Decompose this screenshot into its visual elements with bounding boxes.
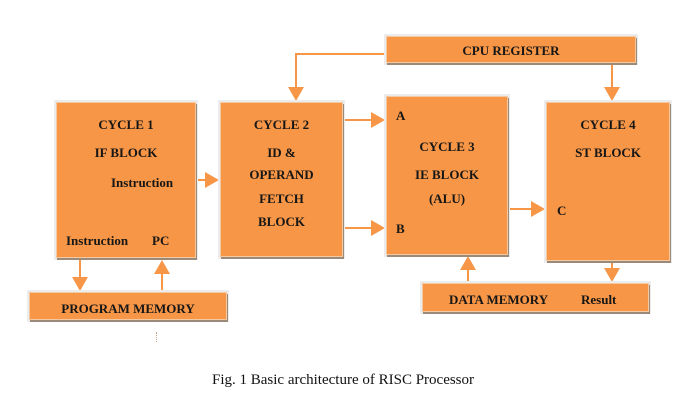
cycle4-st-block: CYCLE 4 ST BLOCK C	[546, 102, 670, 261]
cycle1-title: CYCLE 1	[98, 117, 154, 132]
program-memory-block: PROGRAM MEMORY	[29, 292, 227, 320]
cycle3-input-b-label: B	[396, 221, 405, 236]
cpu-register-label: CPU REGISTER	[462, 43, 560, 58]
cycle1-if-block: CYCLE 1 IF BLOCK Instruction Instruction…	[56, 102, 196, 258]
cpu-register-block: CPU REGISTER	[386, 36, 636, 63]
cycle1-instruction-out-label: Instruction	[111, 175, 174, 190]
program-memory-label: PROGRAM MEMORY	[61, 301, 195, 316]
cycle3-title: CYCLE 3	[419, 139, 475, 154]
arrow-cpu-register-to-cycle2	[288, 53, 386, 101]
cycle2-id-operand-fetch-block: CYCLE 2 ID & OPERAND FETCH BLOCK	[220, 102, 343, 257]
figure-caption: Fig. 1 Basic architecture of RISC Proces…	[211, 372, 475, 388]
cycle4-name: ST BLOCK	[575, 145, 641, 160]
stray-dot-mark	[156, 332, 159, 342]
data-memory-result-label: Result	[581, 292, 617, 307]
cycle2-line-3: FETCH	[259, 191, 304, 206]
cycle3-name: IE BLOCK	[415, 167, 479, 182]
cycle1-instruction-label: Instruction	[66, 233, 129, 248]
data-memory-label: DATA MEMORY	[449, 292, 549, 307]
cycle3-sub: (ALU)	[428, 191, 466, 206]
cycle2-title: CYCLE 2	[253, 117, 310, 132]
cycle1-pc-label: PC	[152, 233, 170, 248]
cycle4-input-c-label: C	[557, 203, 567, 218]
cycle1-name: IF BLOCK	[94, 145, 158, 160]
data-memory-block: DATA MEMORY Result	[422, 283, 649, 312]
cycle2-line-1: ID &	[267, 145, 296, 160]
cycle4-title: CYCLE 4	[580, 117, 636, 132]
cycle3-input-a-label: A	[396, 108, 406, 123]
cycle2-line-4: BLOCK	[258, 214, 305, 229]
cycle3-ie-block: A CYCLE 3 IE BLOCK (ALU) B	[386, 96, 508, 255]
cycle2-line-2: OPERAND	[249, 167, 314, 182]
